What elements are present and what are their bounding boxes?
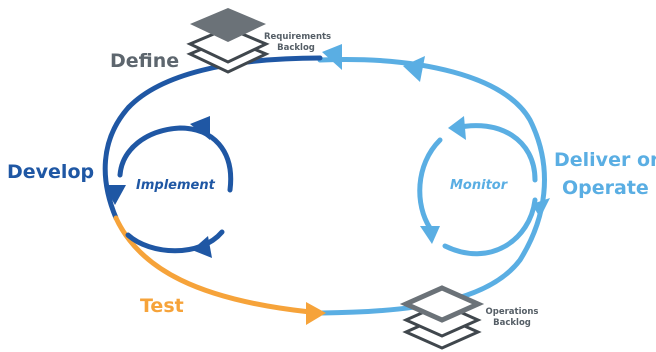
requirements-backlog-label: Requirements Backlog xyxy=(264,32,332,55)
operations-backlog-line1: Operations xyxy=(485,307,539,317)
deliver-label-line2: Operate xyxy=(562,177,649,199)
test-label: Test xyxy=(140,295,184,317)
monitor-arrow-top xyxy=(448,116,466,140)
operations-backlog-label: Operations Backlog xyxy=(482,307,542,330)
define-label: Define xyxy=(110,50,180,72)
operations-backlog-line2: Backlog xyxy=(493,318,531,329)
monitor-loop-left xyxy=(417,137,443,231)
operations-stack-icon xyxy=(399,285,485,350)
deliver-arc xyxy=(317,57,547,316)
arrow-head-top-left xyxy=(322,44,342,70)
deliver-label-line1: Deliver or xyxy=(554,149,656,171)
monitor-label: Monitor xyxy=(450,178,508,193)
monitor-loop-lower xyxy=(442,197,538,257)
arrow-head-top-right xyxy=(403,56,425,82)
monitor-arrow-bottom xyxy=(420,226,440,244)
implement-arrow-bottom xyxy=(192,236,212,258)
monitor-loop-upper xyxy=(452,123,538,183)
arrow-head-left-down xyxy=(104,185,126,205)
develop-label: Develop xyxy=(7,161,95,183)
requirements-backlog-line2: Backlog xyxy=(277,43,315,54)
implement-label: Implement xyxy=(136,178,215,193)
requirements-stack-icon xyxy=(186,8,270,74)
implement-arrow-top xyxy=(190,116,210,140)
arrow-head-test xyxy=(306,302,326,325)
implement-loop-lower xyxy=(125,229,225,254)
requirements-backlog-line1: Requirements xyxy=(264,32,332,42)
implement-loop-upper xyxy=(117,125,234,193)
